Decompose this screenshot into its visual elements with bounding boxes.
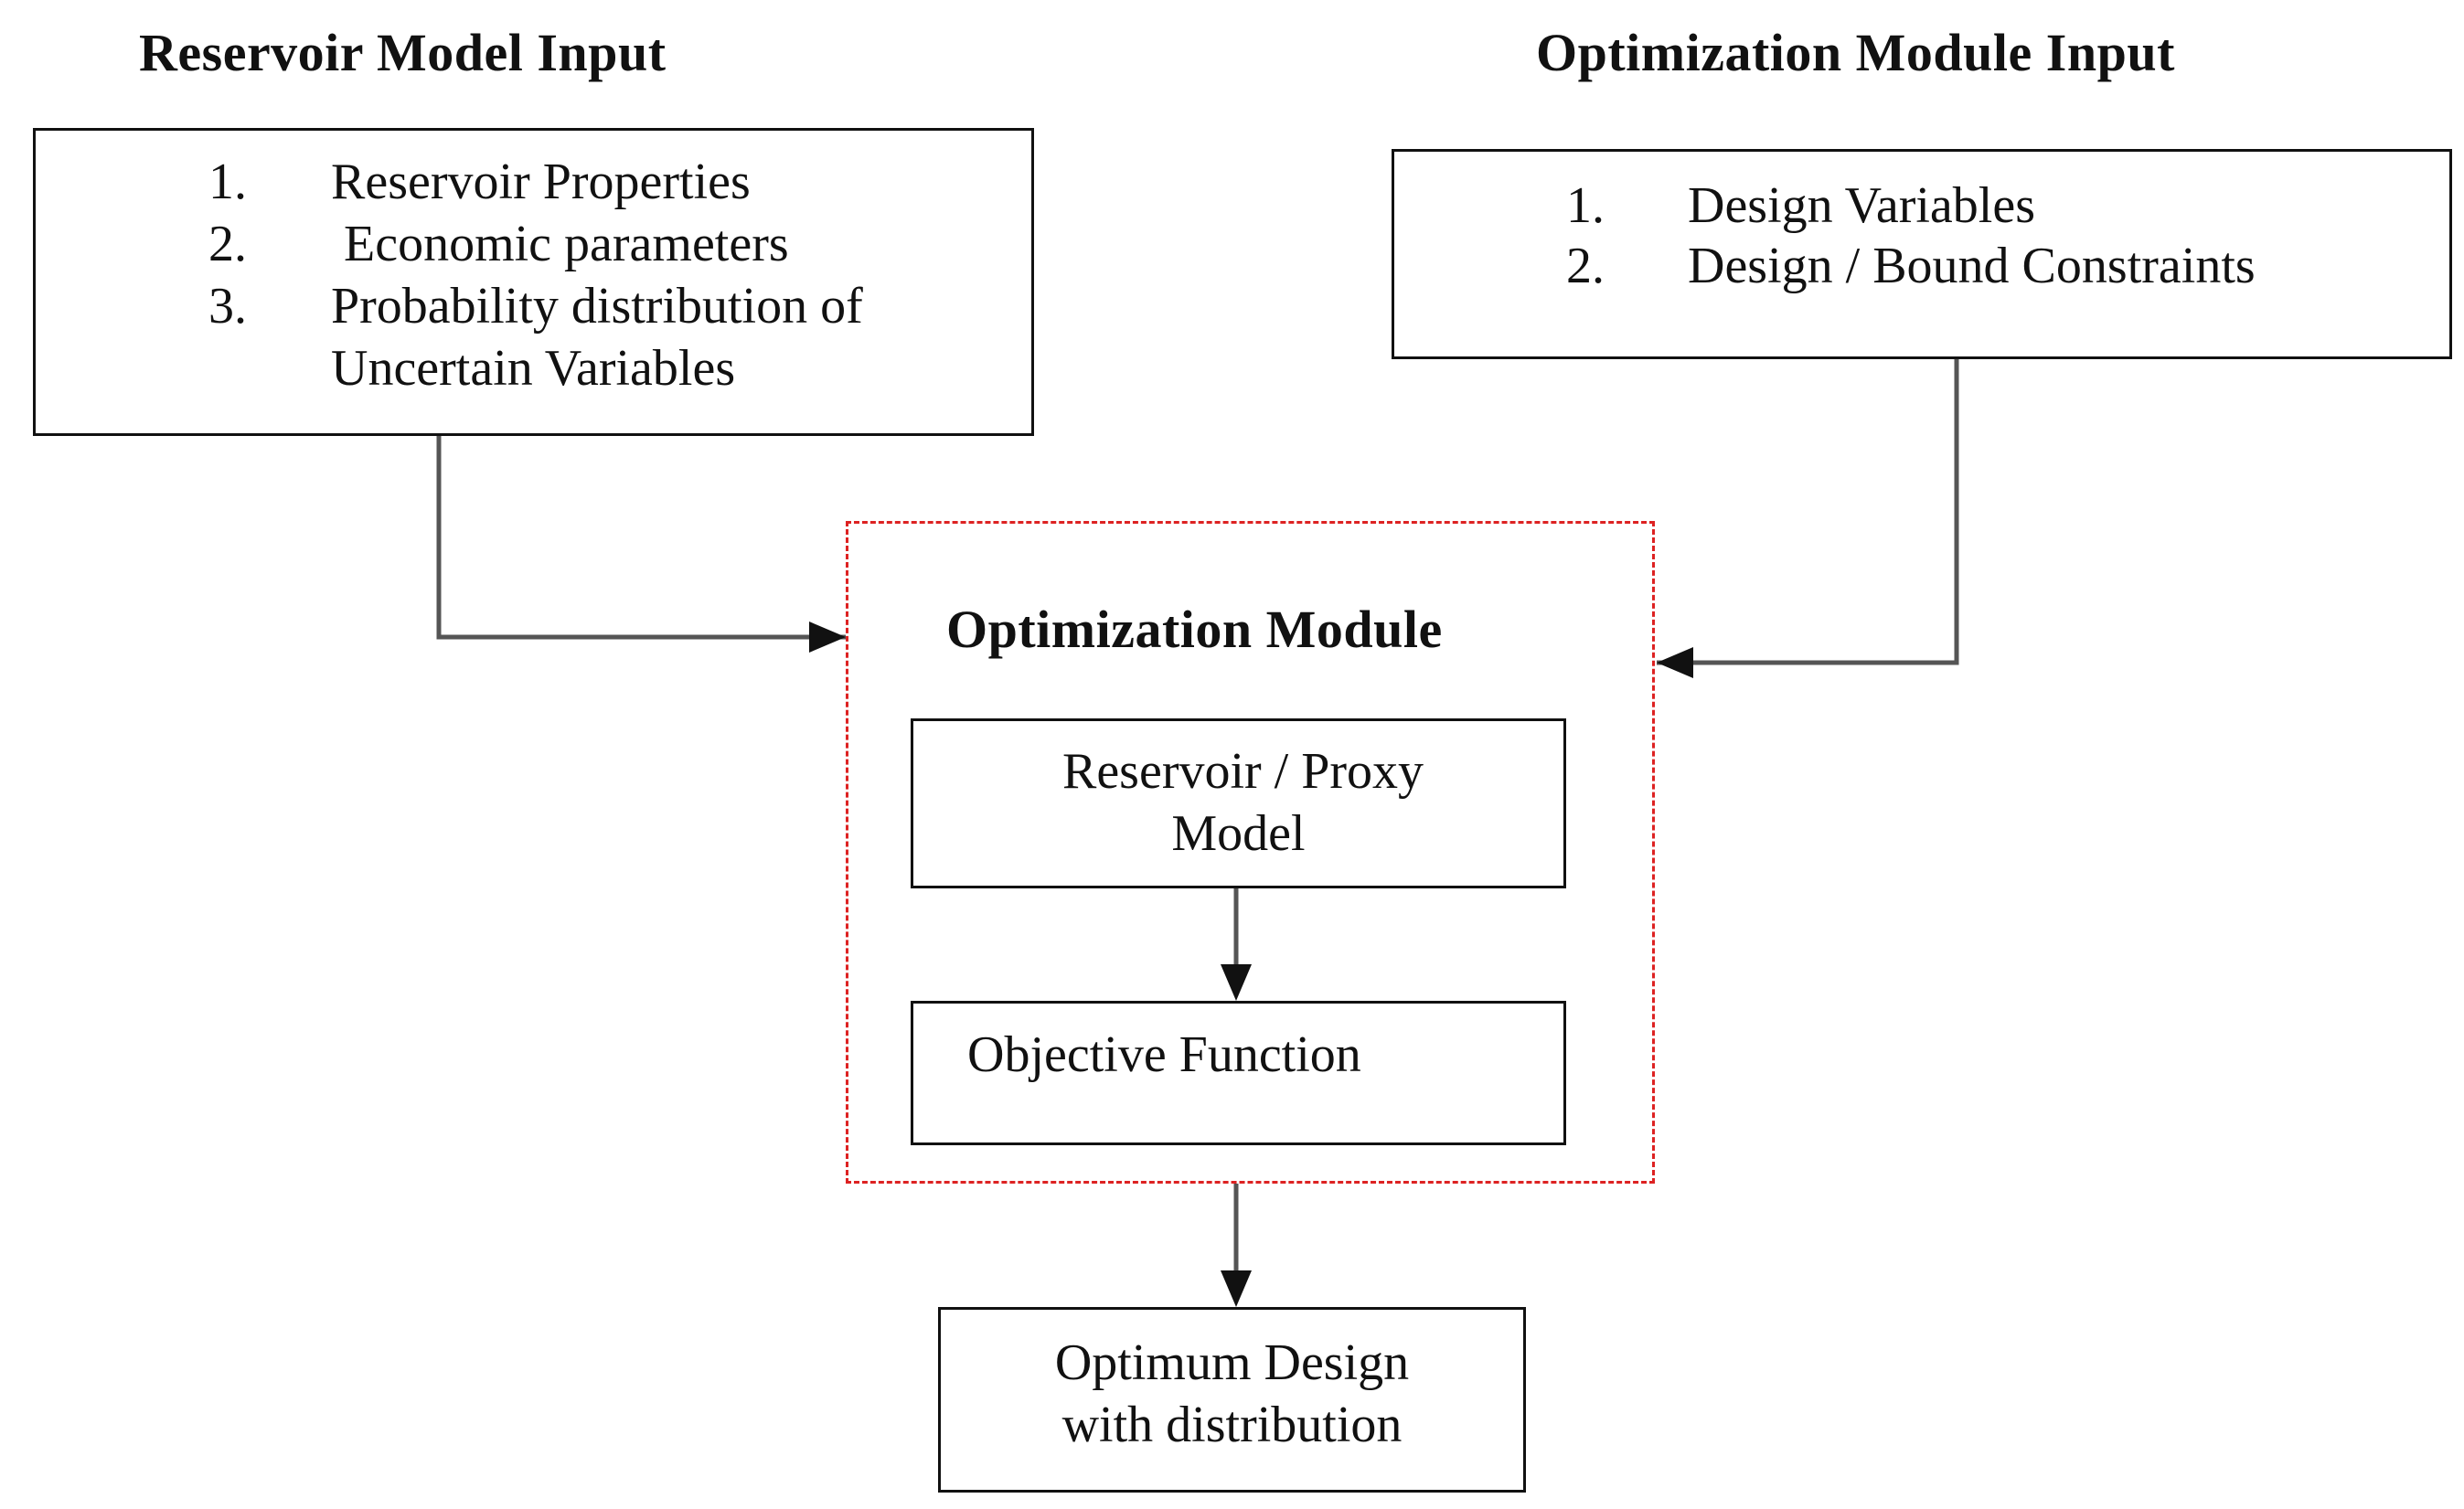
optimization-module-heading: Optimization Module (946, 600, 1443, 659)
optimization-input-list: 1. Design Variables 2. Design / Bound Co… (1566, 175, 2256, 296)
optimum-design-label: Optimum Design with distribution (938, 1332, 1526, 1456)
optimum-design-box (938, 1307, 1526, 1493)
list-item-continuation: Uncertain Variables (208, 337, 863, 399)
list-item-text: Probability distribution of (331, 278, 863, 335)
proxy-label-line2: Model (1171, 805, 1306, 862)
list-item-number: 2. (1566, 238, 1605, 294)
optimization-module-container (846, 521, 1655, 1184)
list-item-text: Uncertain Variables (331, 340, 736, 397)
output-label-line1: Optimum Design (1054, 1334, 1410, 1391)
objective-function-box (911, 1001, 1566, 1145)
list-item-text: Design Variables (1688, 177, 2035, 234)
reservoir-to-module-connector (436, 436, 846, 640)
list-item-text: Economic parameters (331, 216, 789, 272)
optimization-module-input-box (1392, 149, 2452, 359)
list-item-number: 3. (208, 278, 247, 335)
list-item-number: 1. (208, 154, 247, 210)
list-item-number: 2. (208, 216, 247, 272)
proxy-label-line1: Reservoir / Proxy (1061, 743, 1424, 800)
reservoir-model-input-heading: Reservoir Model Input (139, 23, 667, 82)
list-item: 1. Reservoir Properties (208, 151, 863, 213)
list-item: 3. Probability distribution of (208, 275, 863, 337)
objective-function-label: Objective Function (967, 1026, 1361, 1083)
optinput-to-module-connector (1657, 359, 1959, 665)
reservoir-to-module-arrowhead (809, 622, 846, 653)
list-item-text: Reservoir Properties (331, 154, 751, 210)
module-to-output-arrowhead (1221, 1270, 1252, 1307)
reservoir-input-list: 1. Reservoir Properties 2. Economic para… (208, 151, 863, 399)
optinput-to-module-arrowhead (1657, 647, 1693, 678)
list-item-text: Design / Bound Constraints (1688, 238, 2256, 294)
reservoir-model-input-box (33, 128, 1034, 436)
list-item-number: 1. (1566, 177, 1605, 234)
reservoir-proxy-model-box (911, 718, 1566, 888)
output-label-line2: with distribution (1061, 1397, 1403, 1453)
list-item: 1. Design Variables (1566, 175, 2256, 236)
optimization-module-input-heading: Optimization Module Input (1536, 23, 2175, 82)
list-item: 2. Design / Bound Constraints (1566, 236, 2256, 296)
list-item: 2. Economic parameters (208, 213, 863, 275)
proxy-to-objective-arrowhead (1221, 964, 1252, 1001)
reservoir-proxy-model-label: Reservoir / Proxy Model (911, 740, 1566, 865)
